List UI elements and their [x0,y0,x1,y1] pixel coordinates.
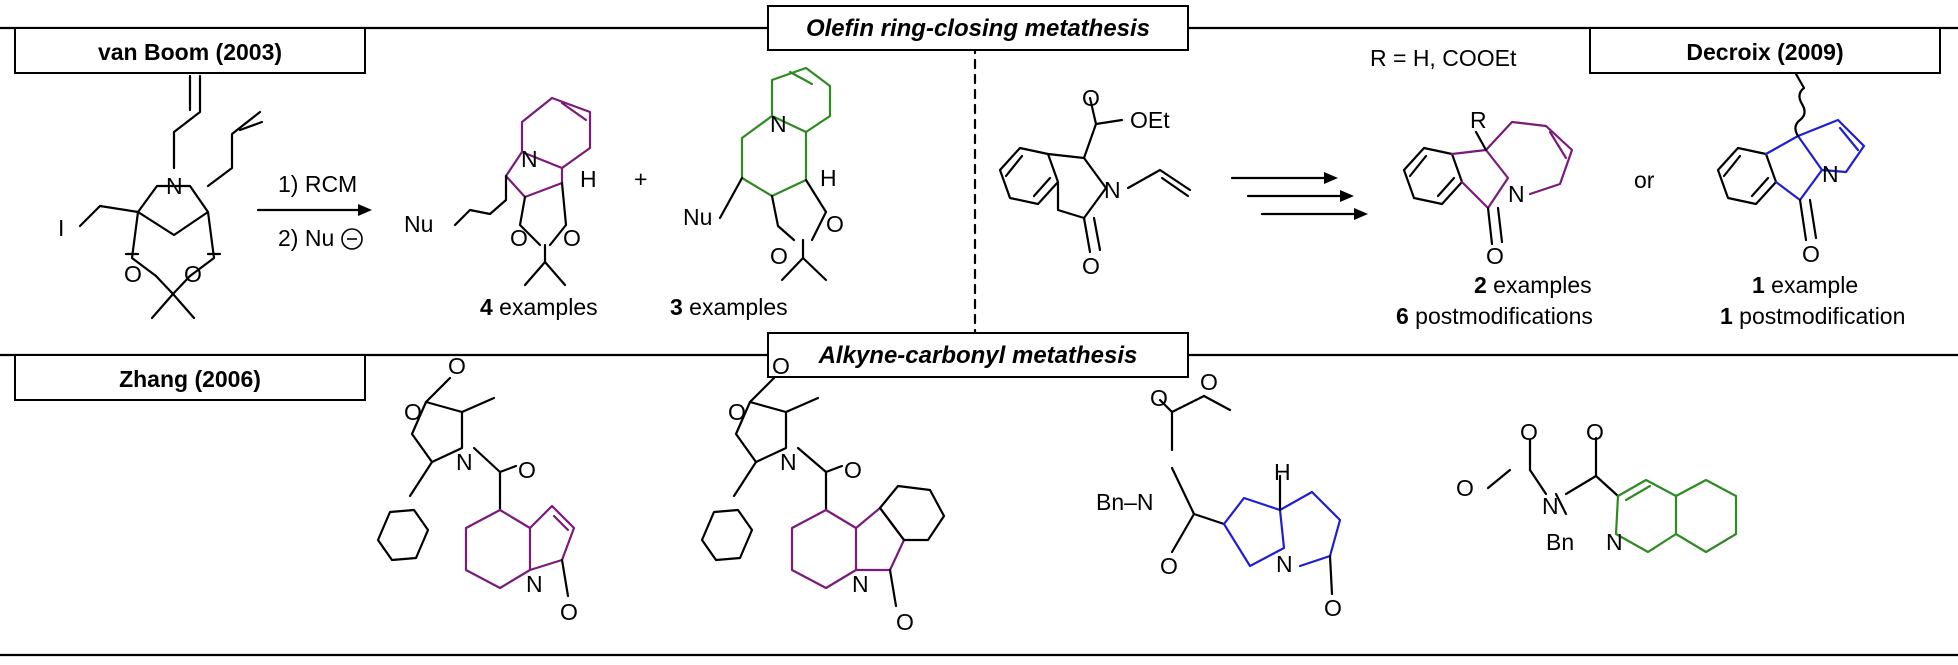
atom-o: O [1456,475,1474,501]
atom-n: N [1276,551,1293,577]
atom-h: H [1274,459,1291,485]
atom-nu: Nu [404,211,433,237]
atom-o: O [563,225,581,251]
vanboom-starting-material: N I O O [58,74,264,320]
atom-o: O [1586,419,1604,445]
atom-n: N [456,449,473,475]
author-zhang: Zhang (2006) [119,366,261,392]
decroix-starting-material: O OEt N O [998,85,1192,279]
minus-charge-icon [341,228,363,250]
atom-o: O [826,211,844,237]
atom-n: N [780,449,797,475]
atom-o: O [448,353,466,379]
atom-n: N [1822,161,1839,187]
atom-o: O [1082,85,1100,111]
condition-step2: 2) Nu [278,225,334,251]
vanboom-prod1-caption: 4 examples [480,294,598,320]
vanboom-product-2: N Nu H O O [683,66,844,282]
atom-o: O [518,457,536,483]
decroix-product-b: N O [1716,72,1866,267]
condition-step1: 1) RCM [278,171,357,197]
atom-n: N [1606,529,1623,555]
atom-n: N [526,571,543,597]
atom-i: I [58,215,64,241]
zhang-structure-2: O O N O N O [700,353,946,635]
atom-o: O [404,399,422,425]
atom-r: R [1470,107,1487,133]
atom-o: O [1486,243,1504,269]
atom-n: N [852,571,869,597]
decroix-prodB-caption: 1 example [1752,272,1858,298]
atom-o: O [772,353,790,379]
vanboom-prod2-caption: 3 examples [670,294,788,320]
atom-o: O [124,261,142,287]
decroix-prodA-caption: 2 examples [1474,272,1592,298]
atom-nu: Nu [683,204,712,230]
atom-o: O [896,609,914,635]
vanboom-product-1: N Nu H O O [404,96,597,287]
atom-o: O [1150,385,1168,411]
author-vanboom: van Boom (2003) [98,39,282,65]
section-acm: Alkyne-carbonyl metathesis [767,332,1189,378]
zhang-structure-1: O O N O N O [376,353,578,625]
atom-o: O [770,243,788,269]
vanboom-arrow: 1) RCM 2) Nu [256,171,372,251]
atom-h: H [820,165,837,191]
r-definition: R = H, COOEt [1370,45,1517,71]
atom-n: N [1508,181,1525,207]
atom-h: H [580,166,597,192]
atom-o: O [1324,595,1342,621]
decroix-prodA-post: 6 postmodifications [1396,303,1593,329]
atom-n: N [1542,493,1559,519]
atom-o: O [510,225,528,251]
atom-n: N [166,173,183,199]
author-box-vanboom: van Boom (2003) [14,27,366,74]
atom-o: O [844,457,862,483]
atom-o: O [184,261,202,287]
decroix-multistep-arrow [1230,172,1368,220]
zhang-structure-4: O O N Bn O N [1456,419,1738,555]
atom-o: O [1520,419,1538,445]
author-decroix: Decroix (2009) [1686,39,1843,65]
atom-o: O [728,399,746,425]
or-label: or [1634,167,1655,193]
decroix-prodB-post: 1 postmodification [1720,303,1905,329]
section-title-rcm: Olefin ring-closing metathesis [806,15,1150,42]
section-rcm: Olefin ring-closing metathesis [767,5,1189,51]
atom-bn: Bn [1546,529,1574,555]
atom-o: O [560,599,578,625]
author-box-decroix: Decroix (2009) [1589,27,1941,74]
atom-o: O [1082,253,1100,279]
plus-sign: + [634,166,647,192]
atom-n: N [770,111,787,137]
section-title-acm: Alkyne-carbonyl metathesis [818,342,1138,369]
atom-n: N [521,146,538,172]
atom-bn-n: Bn–N [1096,489,1154,515]
decroix-product-a: R N O [1402,107,1574,269]
atom-o: O [1160,553,1178,579]
author-box-zhang: Zhang (2006) [14,354,366,401]
zhang-structure-3: Bn–N O O O H N O [1096,369,1342,621]
atom-oet: OEt [1130,107,1170,133]
atom-o: O [1802,241,1820,267]
atom-n: N [1104,177,1121,203]
atom-o: O [1200,369,1218,395]
